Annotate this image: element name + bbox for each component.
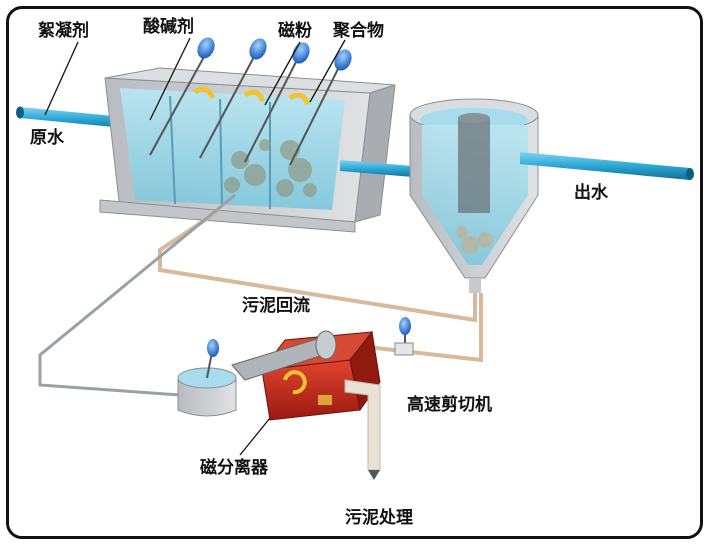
label-acid-base: 酸碱剂 bbox=[143, 17, 194, 37]
sludge-discharge-pipe bbox=[344, 379, 381, 480]
label-magnetic-separator: 磁分离器 bbox=[200, 458, 268, 478]
dosing-valve-4 bbox=[334, 49, 352, 71]
label-shear-machine: 高速剪切机 bbox=[407, 395, 492, 415]
shear-machine bbox=[394, 317, 414, 356]
magnetic-powder-return-line bbox=[38, 193, 236, 397]
label-magnetic-powder: 磁粉 bbox=[278, 21, 312, 41]
label-polymer: 聚合物 bbox=[333, 21, 384, 41]
dosing-valve-2 bbox=[249, 38, 267, 60]
magnetic-powder-tank bbox=[177, 339, 237, 417]
label-raw-water: 原水 bbox=[30, 128, 64, 148]
effluent-transfer-pipe bbox=[340, 160, 425, 178]
dosing-valves bbox=[149, 37, 352, 166]
dosing-valve-1 bbox=[197, 37, 215, 59]
sludge-return-line bbox=[158, 208, 477, 323]
mixing-tank bbox=[99, 67, 396, 233]
label-flocculant: 絮凝剂 bbox=[38, 21, 89, 41]
sludge-line-to-separator bbox=[349, 293, 483, 363]
clarifier bbox=[409, 98, 539, 293]
label-sludge-treatment: 污泥处理 bbox=[345, 508, 413, 528]
separator-drum bbox=[231, 330, 337, 381]
label-effluent: 出水 bbox=[574, 183, 608, 203]
magnetic-separator bbox=[231, 330, 381, 421]
effluent-pipe bbox=[520, 152, 694, 180]
label-leaders bbox=[44, 37, 346, 456]
dosing-valve-3 bbox=[292, 42, 310, 64]
label-sludge-return: 污泥回流 bbox=[242, 296, 310, 316]
